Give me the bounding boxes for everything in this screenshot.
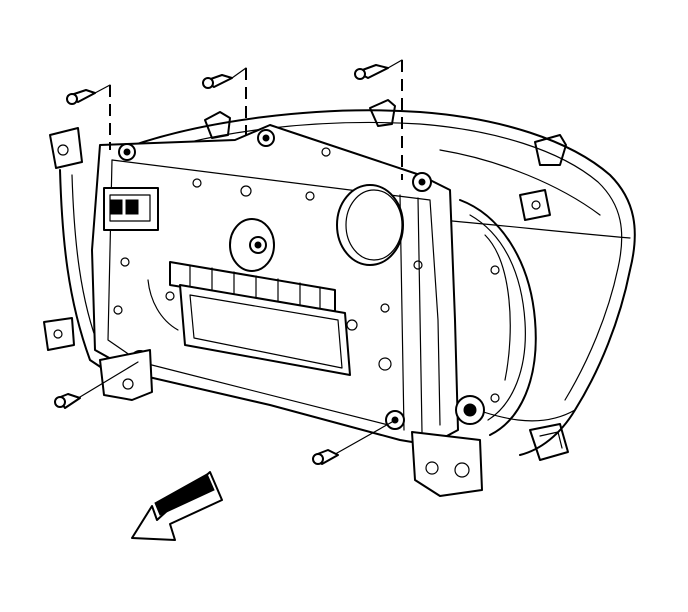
speaker-opening xyxy=(336,184,404,266)
direction-arrow xyxy=(131,471,223,541)
bottom-left-bracket xyxy=(99,349,153,401)
screw-top-center xyxy=(202,74,233,89)
cluster-right-gauge-housing xyxy=(455,199,537,436)
bottom-right-bracket xyxy=(411,431,483,497)
screw-bottom-right xyxy=(312,449,339,465)
left-connector xyxy=(103,187,159,231)
display-connector-block xyxy=(147,261,358,376)
screw-top-right xyxy=(354,64,389,80)
screw-bottom-left xyxy=(54,393,81,409)
plate-holes xyxy=(113,147,423,371)
center-boss xyxy=(229,218,275,272)
lower-right-clip xyxy=(529,423,569,461)
screw-top-left xyxy=(66,89,96,105)
top-clips xyxy=(204,99,567,221)
alignment-lines xyxy=(74,59,403,458)
